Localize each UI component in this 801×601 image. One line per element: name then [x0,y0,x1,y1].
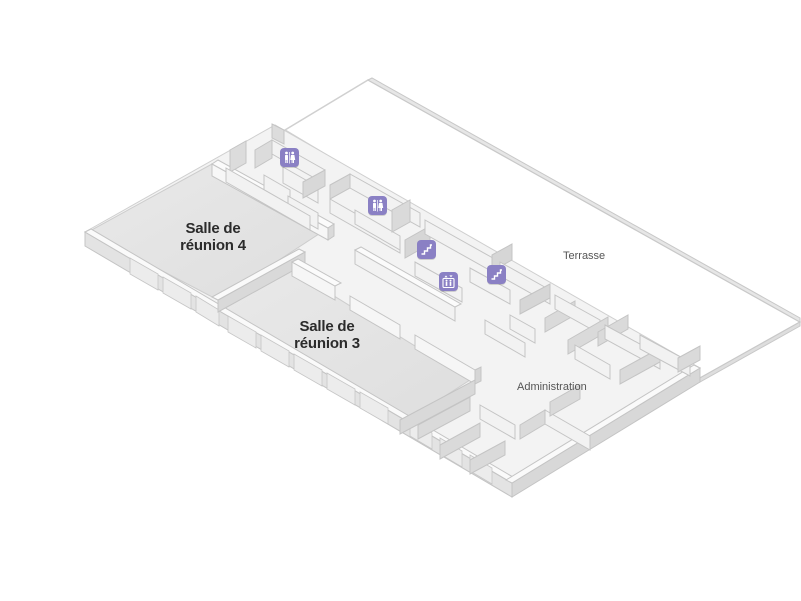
meeting-room-4-label-line1: Salle de [185,220,241,237]
elevator-icon[interactable] [439,272,458,291]
stairs-icon[interactable] [417,240,436,259]
core-walls [225,139,551,322]
meeting-room-4-label-line2: réunion 4 [180,237,246,254]
terrace-area [283,77,801,383]
restroom-icon[interactable] [368,196,387,215]
meeting-room-3-label-line1: Salle de [299,318,355,335]
meeting-room-3-label: Salle de réunion 3 [282,318,372,352]
meeting-room-3-label-line2: réunion 3 [294,335,360,352]
administration-walls [417,294,701,475]
restroom-icon[interactable] [280,148,299,167]
meeting-room-3-walls [290,258,482,435]
stairs-icon[interactable] [487,265,506,284]
terrace-label: Terrasse [563,250,606,262]
administration-label: Administration [517,381,587,393]
meeting-room-4-label: Salle de réunion 4 [168,220,258,254]
